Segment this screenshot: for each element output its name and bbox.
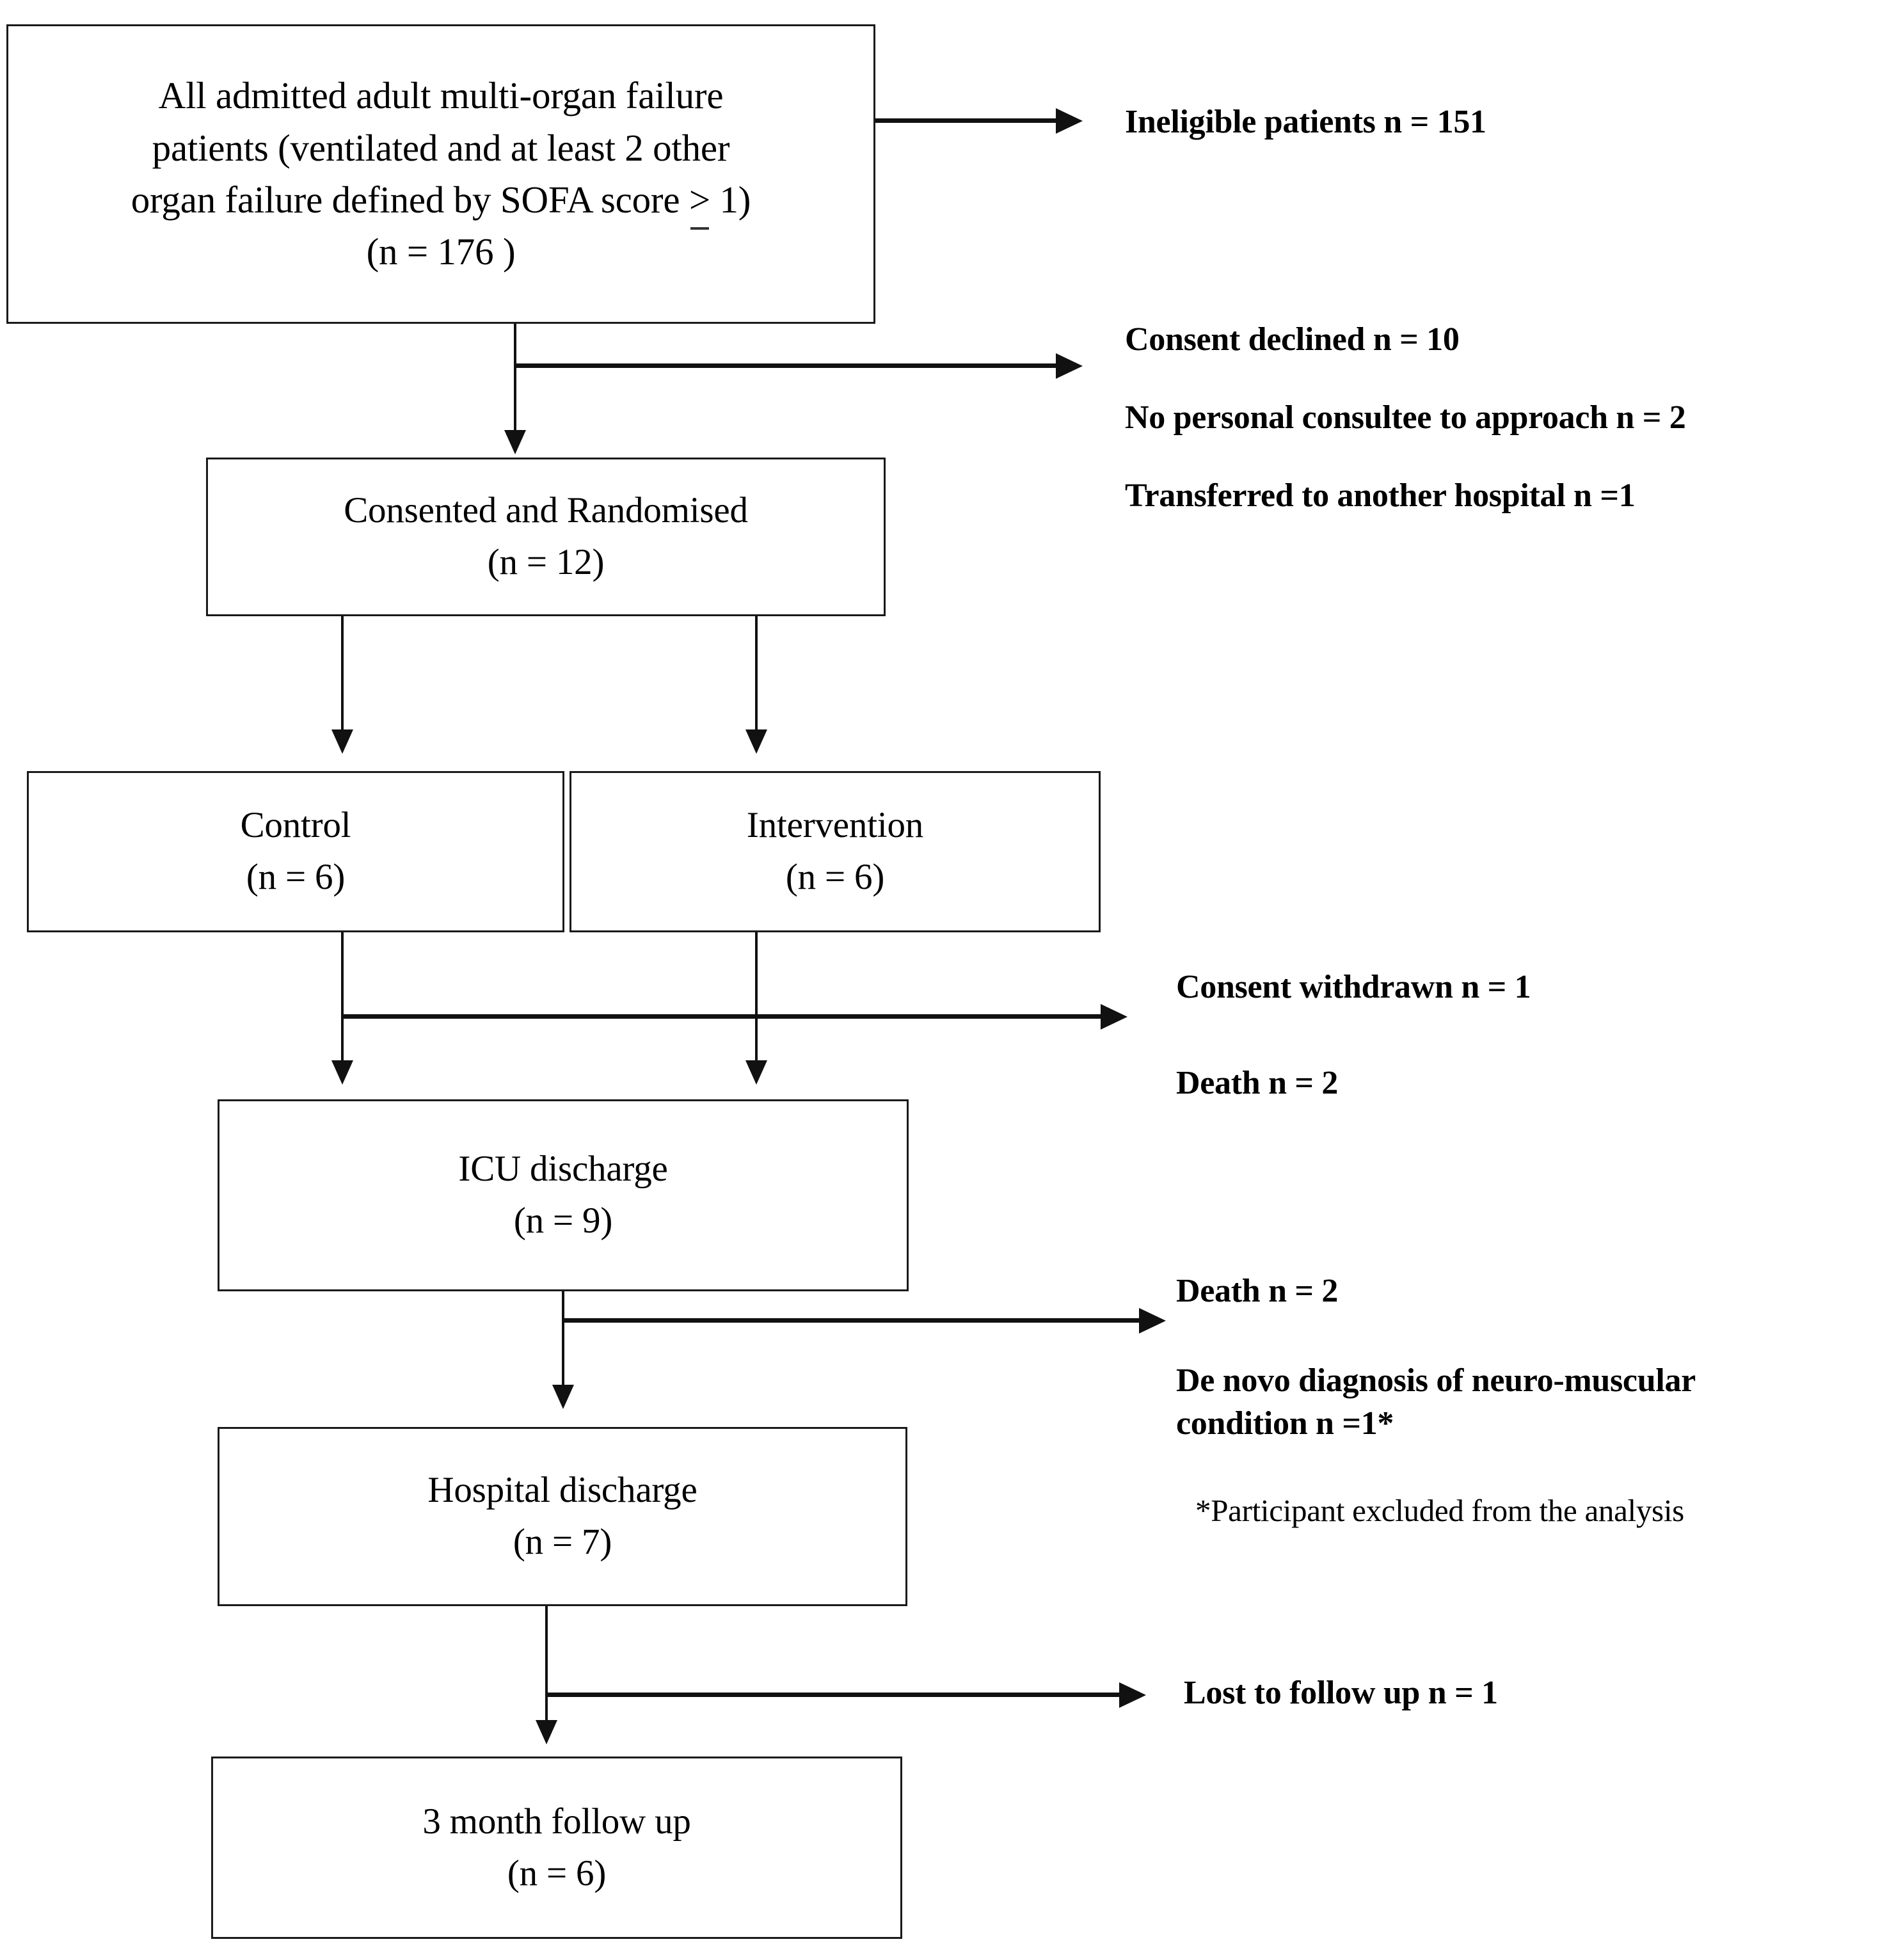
- follow-up-box: 3 month follow up (n = 6): [211, 1757, 902, 1939]
- note-consent-declined: Consent declined n = 10: [1125, 321, 1460, 358]
- note-ineligible: Ineligible patients n = 151: [1125, 104, 1486, 140]
- note-death-hospital: Death n = 2: [1176, 1273, 1339, 1309]
- arrowhead-consent-notes: [1056, 353, 1083, 379]
- eligibility-line-1: All admitted adult multi-organ failure: [158, 74, 724, 117]
- randomised-count: (n = 12): [487, 542, 605, 582]
- note-death-icu: Death n = 2: [1176, 1065, 1339, 1101]
- arrowhead-denovo-notes: [1139, 1308, 1166, 1334]
- arrowhead-icu-right: [745, 1060, 767, 1085]
- greater-than-or-equal-icon: >: [689, 174, 710, 230]
- eligibility-count: (n = 176 ): [366, 230, 516, 273]
- eligibility-line-3-tail: 1): [710, 179, 751, 221]
- hospital-discharge-count: (n = 7): [513, 1522, 612, 1562]
- connector-icu-to-hospital: [562, 1291, 564, 1400]
- note-consent-withdrawn: Consent withdrawn n = 1: [1176, 969, 1531, 1005]
- connector-randomised-to-control: [341, 616, 344, 742]
- connector-hospital-to-followup: [545, 1606, 548, 1734]
- arrowhead-control: [331, 729, 353, 754]
- randomised-box: Consented and Randomised (n = 12): [206, 458, 886, 616]
- connector-to-lost-followup: [546, 1693, 1119, 1697]
- arrowhead-icu-left: [331, 1060, 353, 1085]
- note-no-consultee: No personal consultee to approach n = 2: [1125, 399, 1686, 436]
- eligibility-line-2: patients (ventilated and at least 2 othe…: [152, 126, 730, 169]
- connector-randomised-to-intervention: [755, 616, 758, 742]
- randomised-label: Consented and Randomised: [344, 490, 748, 531]
- note-transferred: Transferred to another hospital n =1: [1125, 477, 1636, 514]
- icu-discharge-label: ICU discharge: [458, 1149, 668, 1190]
- hospital-discharge-box: Hospital discharge (n = 7): [218, 1427, 907, 1606]
- connector-eligibility-to-ineligible: [875, 118, 1056, 123]
- follow-up-label: 3 month follow up: [422, 1801, 691, 1842]
- connector-intervention-to-icu: [755, 932, 758, 1073]
- follow-up-count: (n = 6): [507, 1852, 607, 1893]
- arrowhead-randomised: [504, 430, 526, 454]
- arrowhead-hospital: [552, 1385, 574, 1409]
- eligibility-line-3-text: organ failure defined by SOFA score: [131, 179, 689, 221]
- intervention-count: (n = 6): [785, 857, 885, 897]
- note-footnote-excluded: *Participant excluded from the analysis: [1195, 1493, 1684, 1528]
- control-label: Control: [240, 805, 351, 846]
- connector-control-to-icu: [341, 932, 344, 1073]
- connector-to-withdrawn-notes: [342, 1014, 1101, 1019]
- icu-discharge-box: ICU discharge (n = 9): [218, 1099, 909, 1291]
- hospital-discharge-label: Hospital discharge: [427, 1470, 697, 1511]
- note-lost-to-follow-up: Lost to follow up n = 1: [1184, 1675, 1498, 1711]
- control-count: (n = 6): [246, 857, 346, 897]
- arrowhead-intervention: [745, 729, 767, 754]
- connector-eligibility-stem: [514, 324, 516, 445]
- note-de-novo: De novo diagnosis of neuro-muscular cond…: [1176, 1362, 1696, 1442]
- eligibility-line-3: organ failure defined by SOFA score > 1): [131, 174, 751, 230]
- arrowhead-ineligible: [1056, 108, 1083, 134]
- connector-to-denovo-notes: [563, 1318, 1139, 1323]
- arrowhead-withdrawn-notes: [1101, 1004, 1127, 1030]
- eligibility-box: All admitted adult multi-organ failure p…: [6, 24, 875, 324]
- intervention-box: Intervention (n = 6): [570, 771, 1101, 932]
- intervention-label: Intervention: [746, 805, 924, 846]
- icu-discharge-count: (n = 9): [513, 1200, 613, 1241]
- arrowhead-lost-followup: [1119, 1682, 1146, 1708]
- arrowhead-followup: [536, 1720, 557, 1744]
- connector-stem-to-consent-notes: [515, 363, 1056, 368]
- control-box: Control (n = 6): [27, 771, 564, 932]
